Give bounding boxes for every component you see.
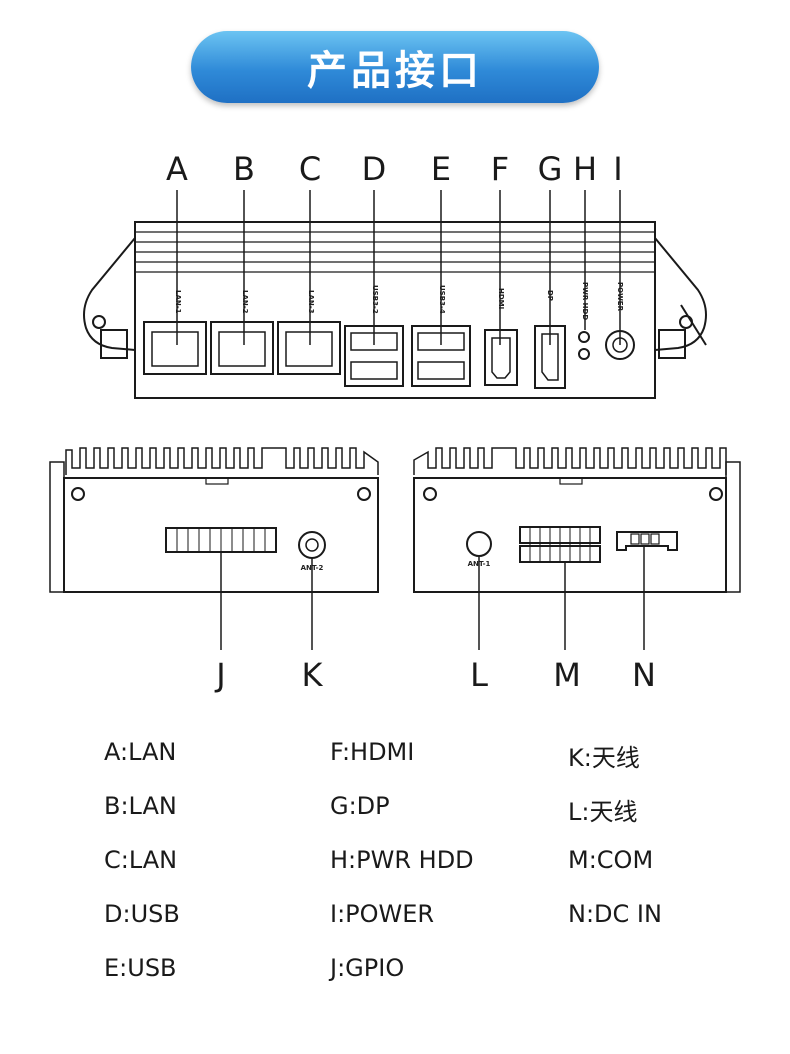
front-panel [83,221,707,399]
left-side-panel [49,447,379,593]
usb2-label: USB3-2 [371,285,379,314]
callout-n: N [632,656,656,694]
legend-item-i: I:POWER [330,900,435,928]
legend-item-j: J:GPIO [330,954,405,982]
hdmi-label: HDMI [497,288,505,309]
callout-c: C [299,150,321,188]
top-callout-lines [176,190,621,345]
legend-item-f: F:HDMI [330,738,415,766]
callout-j: J [214,656,225,694]
callout-d: D [362,150,387,188]
legend-item-b: B:LAN [104,792,177,820]
front-port-labels: LAN-1 LAN-2 LAN-3 USB3-2 USB3-4 HDMI DP … [174,282,624,320]
legend-item-l: L:天线 [568,798,638,826]
callout-f: F [491,150,509,188]
right-side-panel [413,447,741,593]
lan2-label: LAN-2 [241,290,249,314]
legend-item-g: G:DP [330,792,390,820]
callout-b: B [233,150,255,188]
legend-item-h: H:PWR HDD [330,846,474,874]
callout-e: E [431,150,451,188]
legend-item-k: K:天线 [568,744,640,772]
lan3-label: LAN-3 [307,290,315,314]
bottom-callout-letters: J K L M N [214,656,656,694]
page-title: 产品接口 [307,48,483,94]
top-callout-letters: A B C D E F G H I [166,150,623,188]
callout-l: L [470,656,488,694]
lan1-label: LAN-1 [174,290,182,314]
legend-item-m: M:COM [568,846,654,874]
legend-item-c: C:LAN [104,846,178,874]
title-banner: 产品接口 [191,31,599,103]
legend-item-e: E:USB [104,954,177,982]
legend-item-n: N:DC IN [568,900,662,928]
callout-m: M [553,656,581,694]
usb4-label: USB3-4 [438,285,446,314]
callout-i: I [613,150,622,188]
legend-item-d: D:USB [104,900,180,928]
callout-k: K [302,656,324,694]
callout-h: H [573,150,597,188]
bottom-callout-lines [220,546,645,650]
callout-a: A [166,150,188,188]
callout-g: G [538,150,563,188]
legend-item-a: A:LAN [104,738,177,766]
